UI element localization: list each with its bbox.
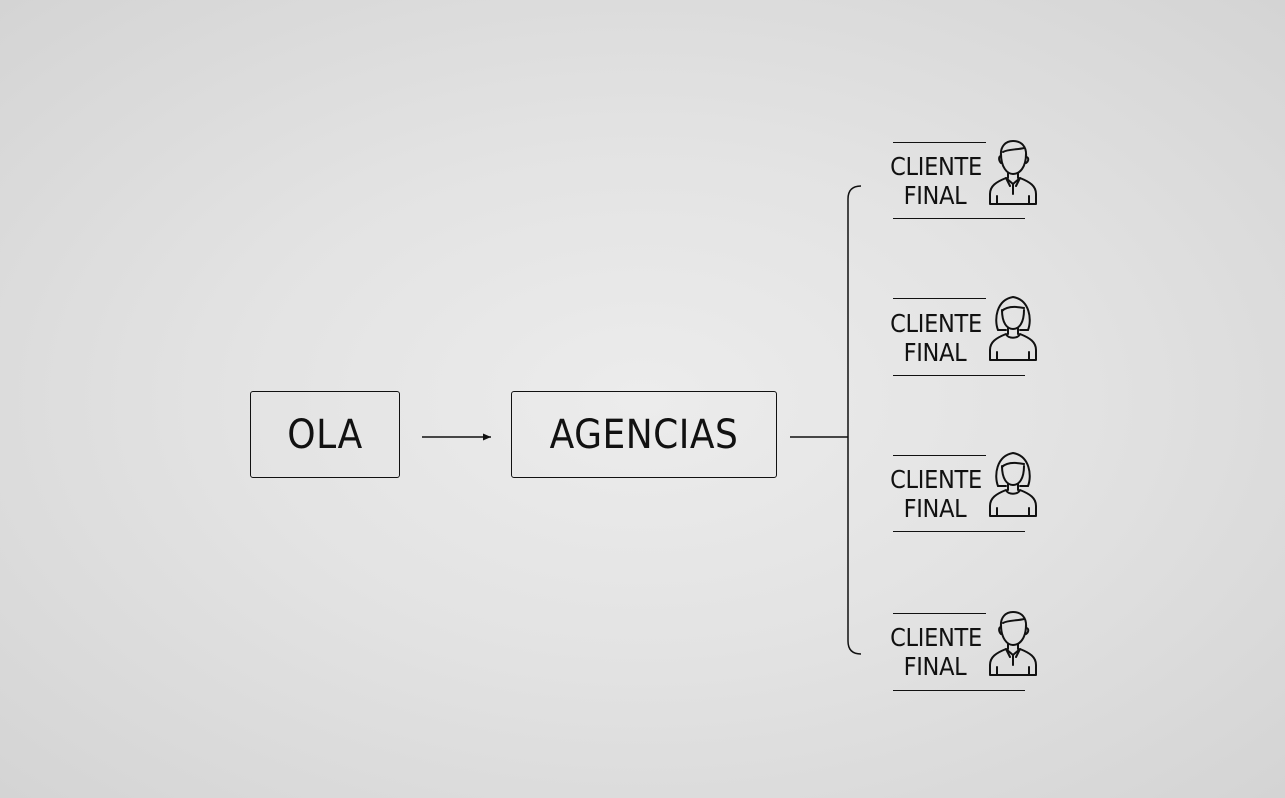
- client-3-line2: FINAL: [903, 494, 967, 523]
- client-1-bottom-rule: [893, 218, 1025, 219]
- client-1-line2: FINAL: [903, 181, 967, 210]
- client-2-line2: FINAL: [903, 338, 967, 367]
- client-4-top-rule: [893, 613, 986, 614]
- client-3-line1: CLIENTE: [890, 465, 982, 494]
- male-person-icon: [989, 611, 1037, 676]
- male-person-icon: [989, 140, 1037, 205]
- client-1-line1: CLIENTE: [890, 152, 982, 181]
- client-2-bottom-rule: [893, 375, 1025, 376]
- client-3-label: CLIENTE FINAL: [881, 465, 991, 523]
- client-4-bottom-rule: [893, 690, 1025, 691]
- client-3-bottom-rule: [893, 531, 1025, 532]
- agencias-box: AGENCIAS: [511, 391, 777, 478]
- client-4-label: CLIENTE FINAL: [881, 623, 991, 681]
- client-2-line1: CLIENTE: [890, 309, 982, 338]
- client-1-top-rule: [893, 142, 986, 143]
- client-2-top-rule: [893, 298, 986, 299]
- ola-box: OLA: [250, 391, 400, 478]
- agencias-label: AGENCIAS: [549, 411, 739, 458]
- client-4-line1: CLIENTE: [890, 623, 982, 652]
- client-3-top-rule: [893, 455, 986, 456]
- female-person-icon: [989, 296, 1037, 361]
- client-bracket: [847, 185, 862, 655]
- female-person-icon: [989, 452, 1037, 517]
- client-2-label: CLIENTE FINAL: [881, 309, 991, 367]
- client-1-label: CLIENTE FINAL: [881, 152, 991, 210]
- ola-label: OLA: [287, 411, 363, 458]
- client-4-line2: FINAL: [903, 652, 967, 681]
